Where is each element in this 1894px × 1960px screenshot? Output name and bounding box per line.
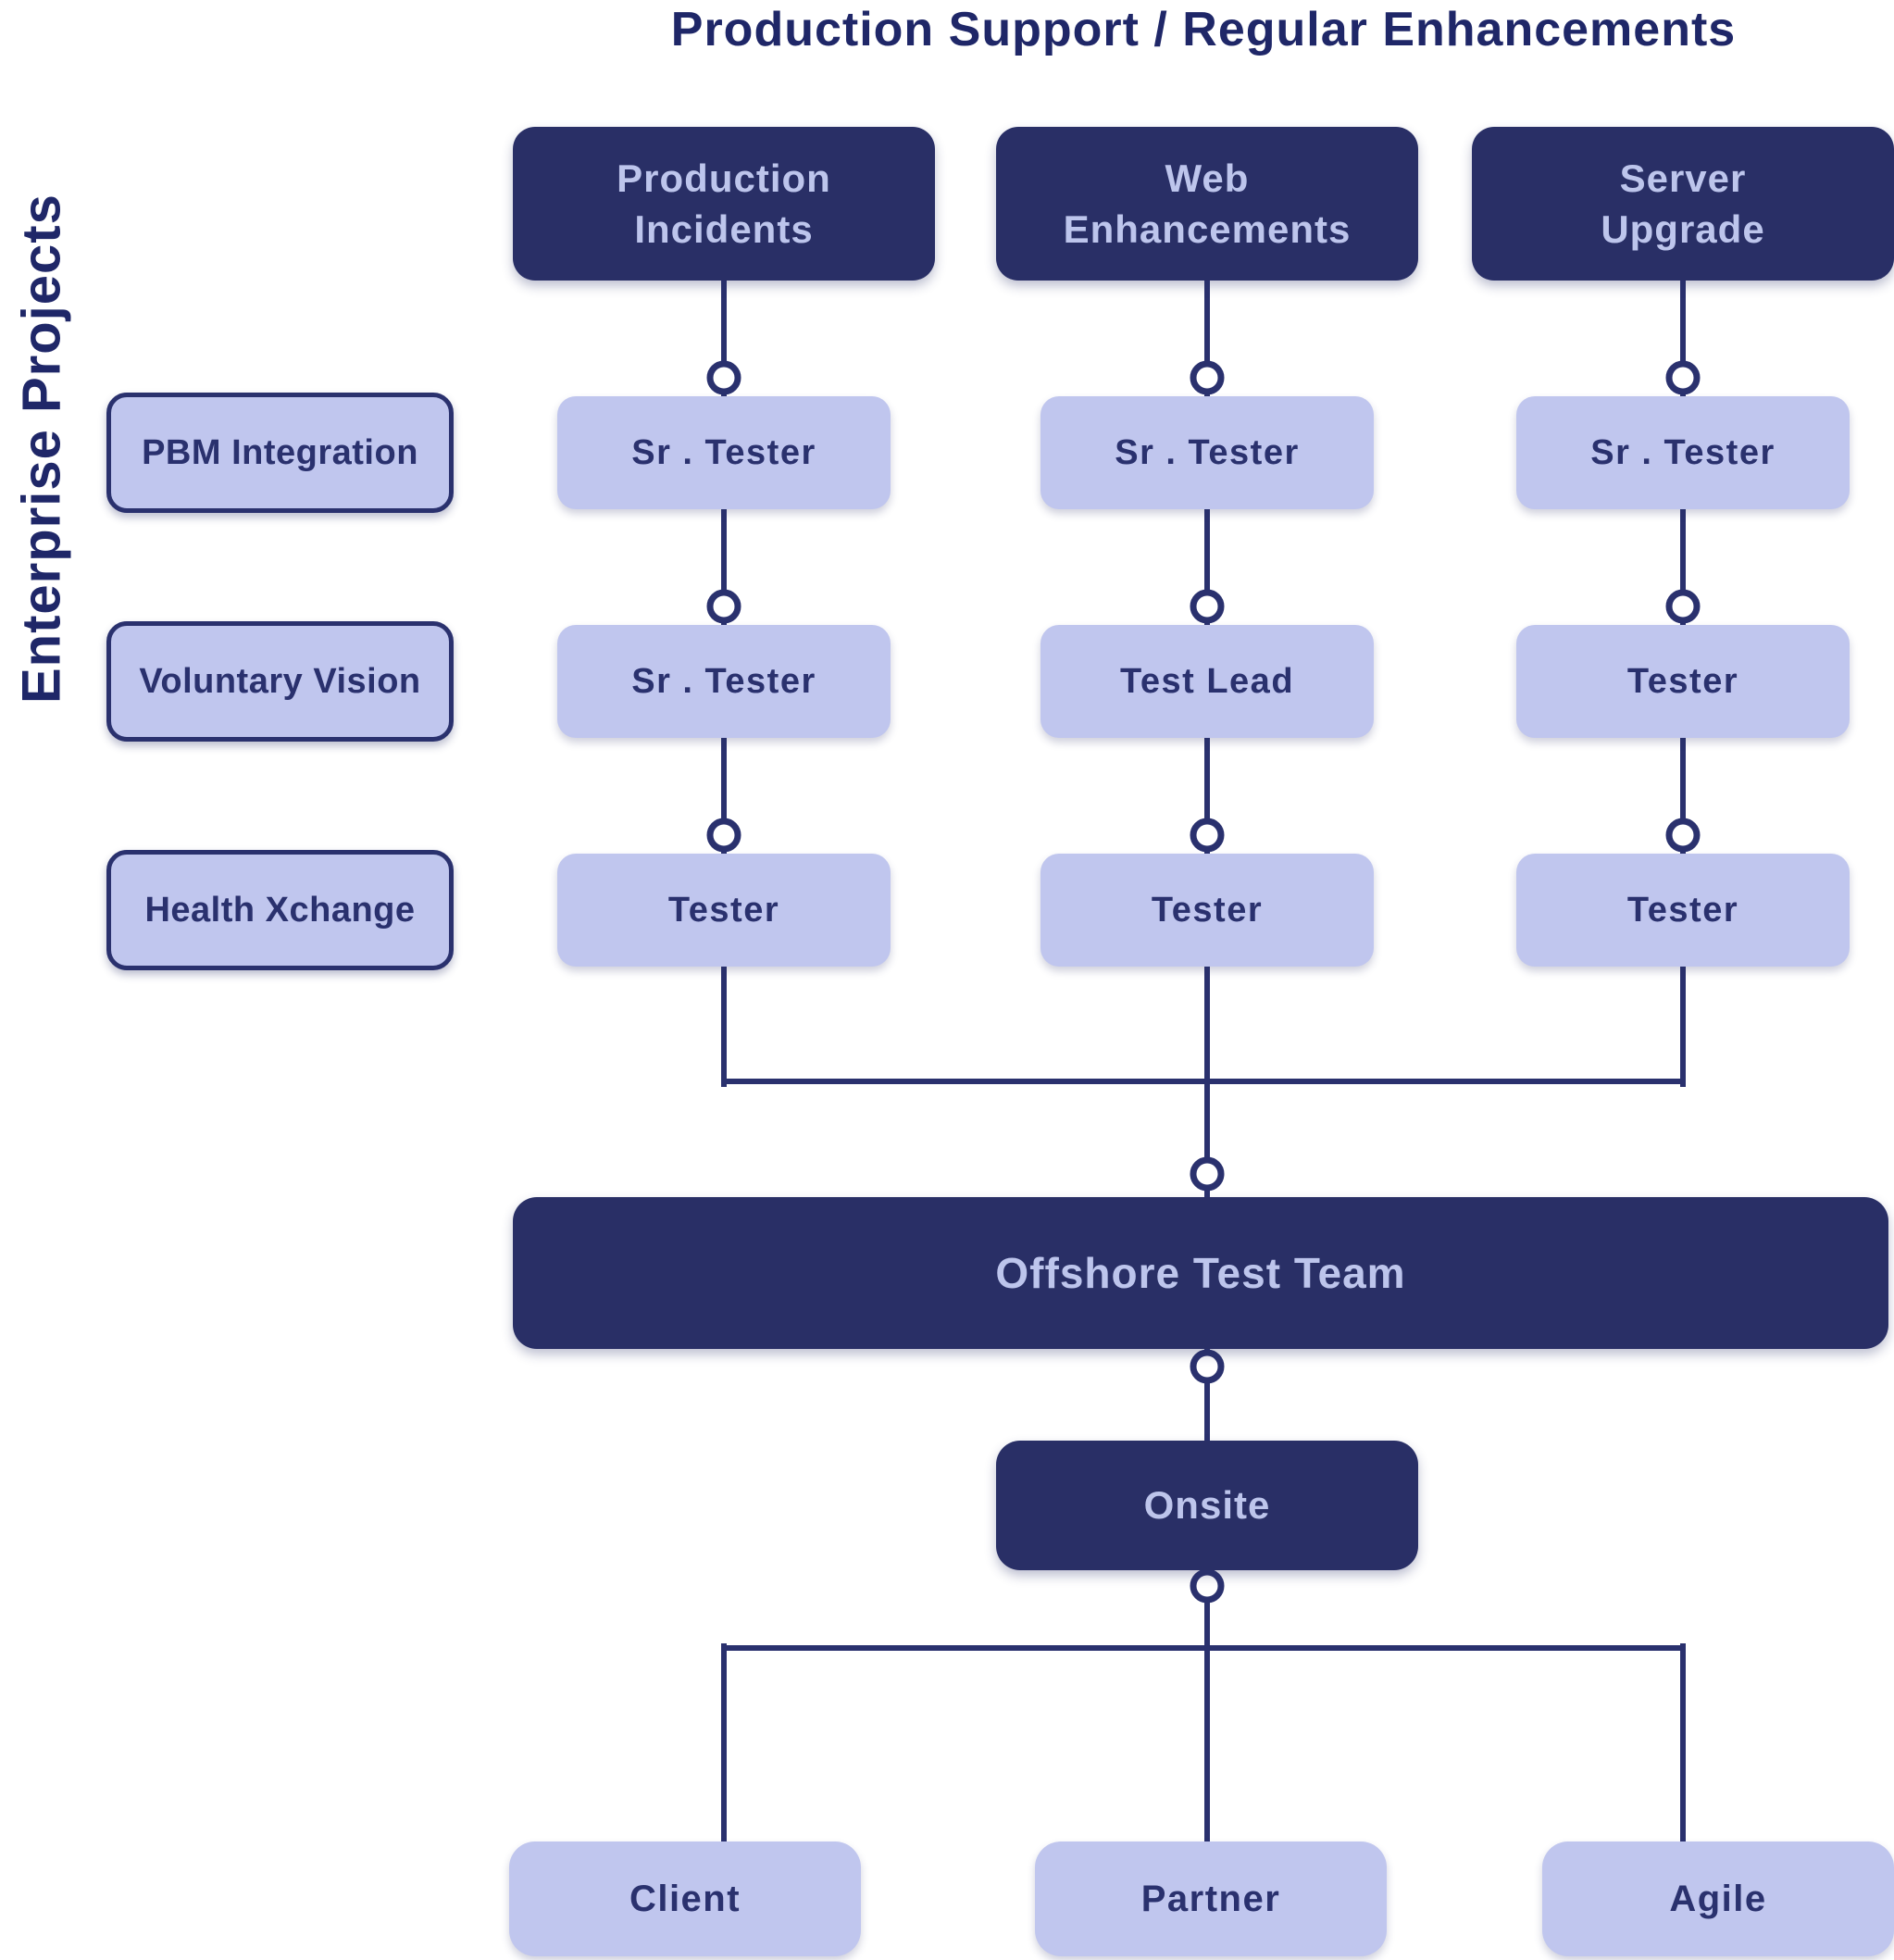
project-box-health-xchange: Health Xchange: [106, 850, 454, 970]
role-box-pbm-web-enhancements: Sr . Tester: [1040, 396, 1374, 509]
diagram-title: Production Support / Regular Enhancement…: [670, 3, 1737, 56]
header-box-server-upgrade: Server Upgrade: [1472, 127, 1894, 281]
connector-node: [1190, 589, 1225, 624]
role-box-health-server-upgrade: Tester: [1516, 854, 1850, 967]
role-box-pbm-server-upgrade: Sr . Tester: [1516, 396, 1850, 509]
role-box-pbm-production-incidents: Sr . Tester: [557, 396, 891, 509]
connector-node: [1190, 1156, 1225, 1192]
project-box-voluntary-vision: Voluntary Vision: [106, 621, 454, 742]
onsite-box: Onsite: [996, 1441, 1418, 1570]
role-box-voluntary-production-incidents: Sr . Tester: [557, 625, 891, 738]
role-box-voluntary-web-enhancements: Test Lead: [1040, 625, 1374, 738]
connector-node: [1665, 818, 1701, 853]
connector-node: [1190, 818, 1225, 853]
connector-node: [1665, 360, 1701, 395]
header-box-web-enhancements: Web Enhancements: [996, 127, 1418, 281]
connector-node: [1190, 1568, 1225, 1604]
connector-node: [1190, 360, 1225, 395]
bottom-box-agile: Agile: [1542, 1841, 1894, 1956]
offshore-test-team-box: Offshore Test Team: [513, 1197, 1888, 1349]
bottom-box-client: Client: [509, 1841, 861, 1956]
connector-node: [706, 818, 741, 853]
role-box-health-production-incidents: Tester: [557, 854, 891, 967]
project-box-pbm-integration: PBM Integration: [106, 393, 454, 513]
bottom-box-partner: Partner: [1035, 1841, 1387, 1956]
role-box-health-web-enhancements: Tester: [1040, 854, 1374, 967]
connector-node: [1190, 1349, 1225, 1384]
connector-node: [1665, 589, 1701, 624]
connector-node: [706, 360, 741, 395]
connector-node: [706, 589, 741, 624]
header-box-production-incidents: Production Incidents: [513, 127, 935, 281]
role-box-voluntary-server-upgrade: Tester: [1516, 625, 1850, 738]
